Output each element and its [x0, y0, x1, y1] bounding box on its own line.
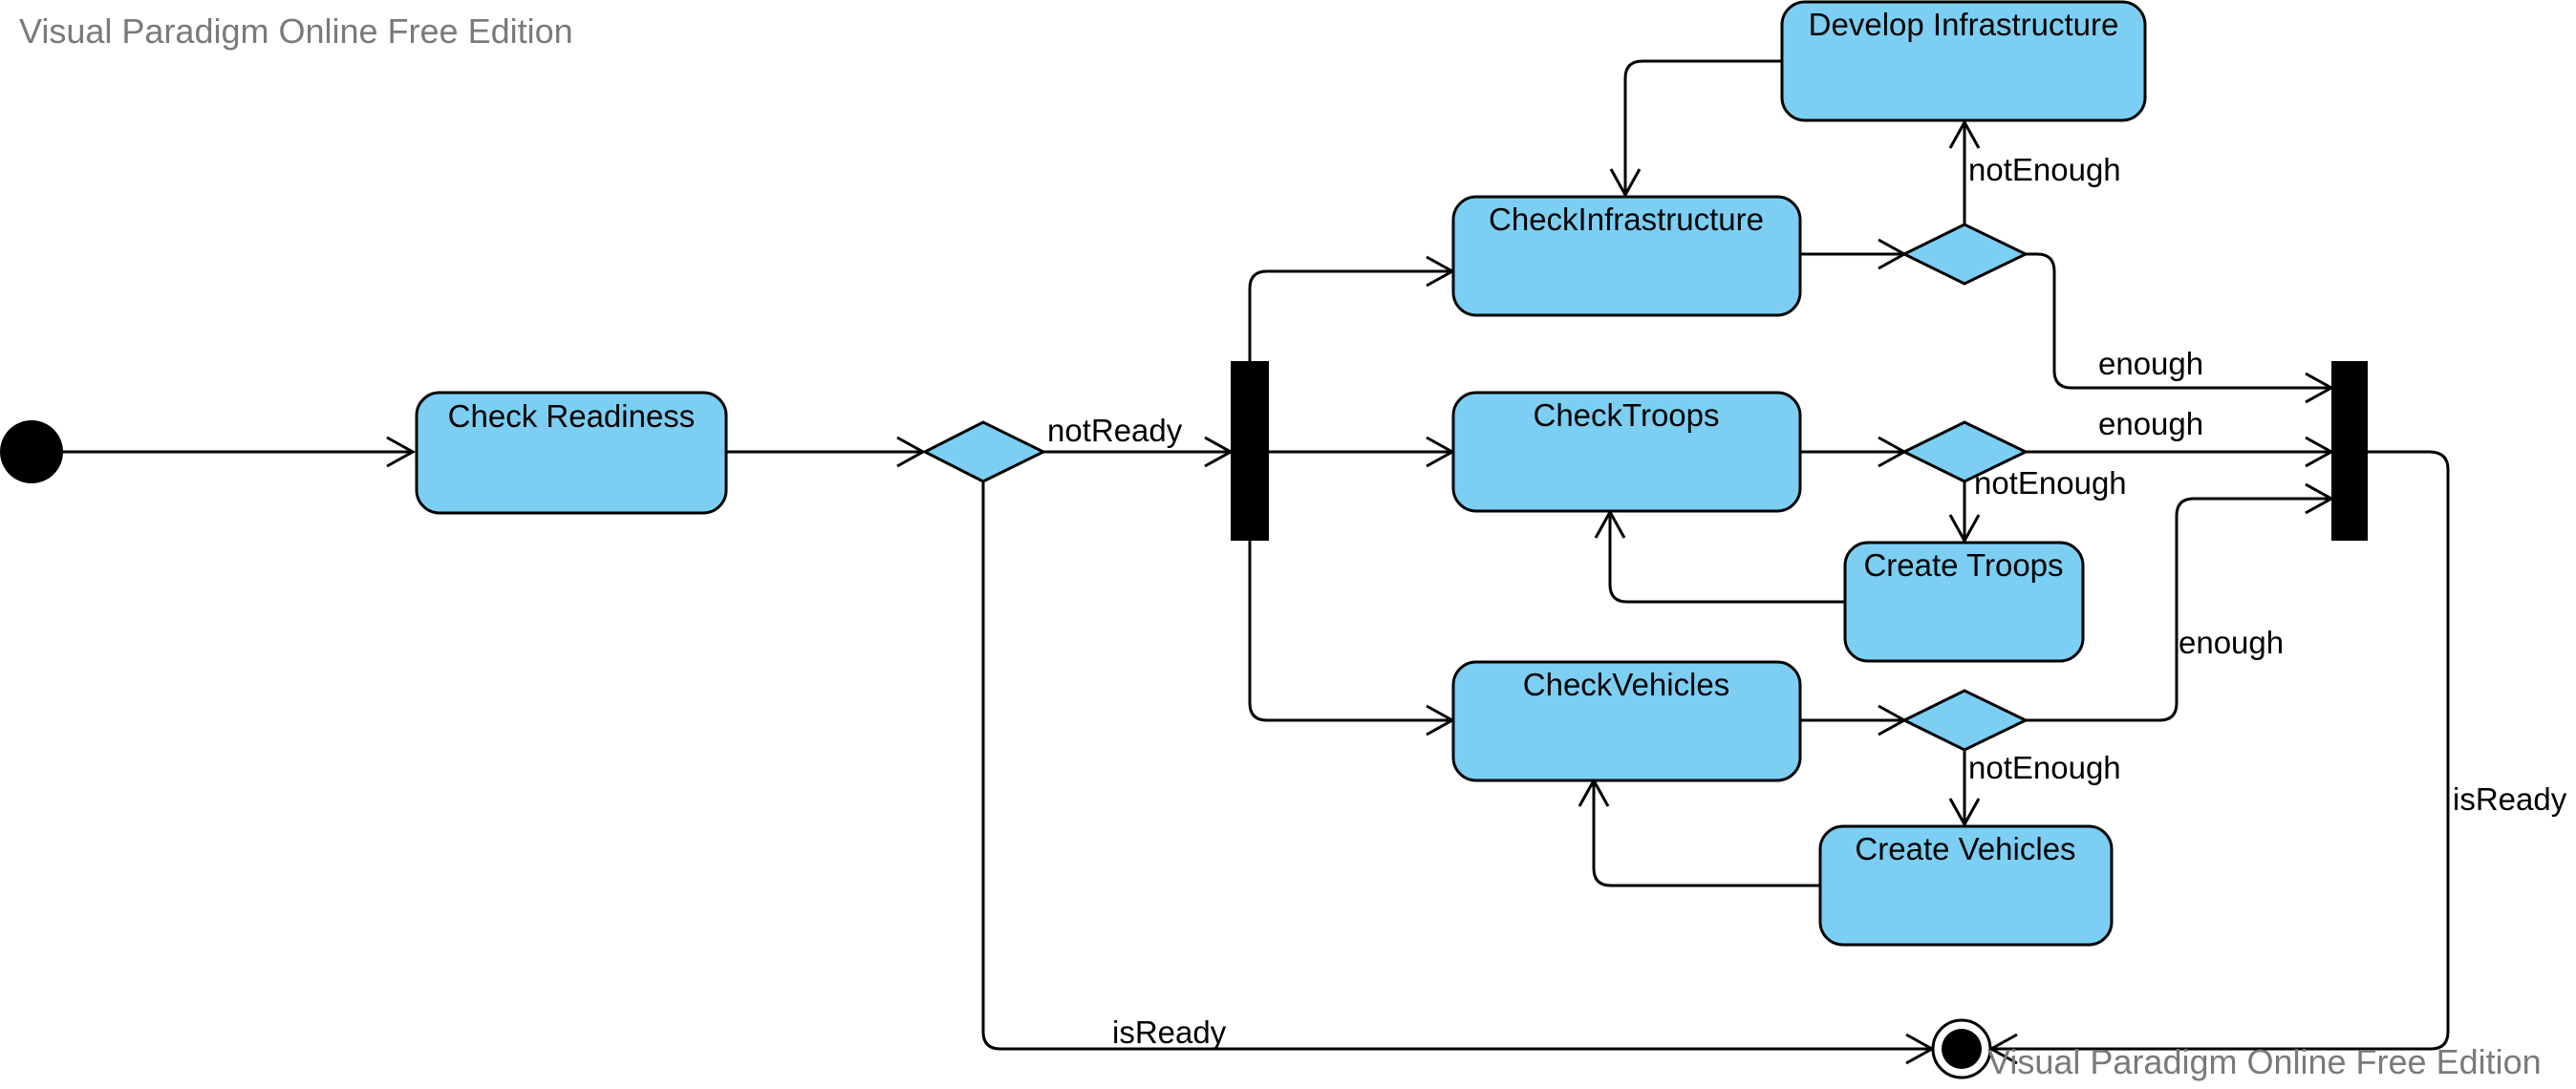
action-create-troops[interactable]: [1843, 541, 2085, 663]
edge-fork-to-check-infrastructure: [1248, 269, 1452, 361]
decision-infrastructure[interactable]: [1900, 223, 2029, 286]
guard-troops-enough: enough: [2098, 406, 2203, 441]
edge-fork-to-check-vehicles: [1248, 541, 1452, 722]
action-check-readiness-label: Check Readiness: [448, 398, 696, 434]
guard-infra-enough: enough: [2098, 346, 2203, 381]
edge-develop-to-check-infrastructure: [1623, 59, 1782, 195]
arrowhead: [386, 436, 417, 468]
watermark-bottom: Visual Paradigm Online Free Edition: [1987, 1042, 2542, 1081]
action-create-vehicles[interactable]: [1818, 824, 2114, 947]
decision-readiness[interactable]: [921, 420, 1047, 483]
edge-decision-to-final: [981, 481, 1932, 1051]
action-check-troops[interactable]: [1451, 391, 1802, 513]
action-check-infrastructure-label: CheckInfrastructure: [1489, 202, 1764, 237]
guard-vehicles-not-enough: notEnough: [1968, 750, 2121, 785]
arrowhead: [1948, 514, 1981, 544]
guard-is-ready-right: isReady: [2453, 781, 2567, 817]
edge-join-to-final: [1991, 450, 2450, 1051]
action-check-troops-label: CheckTroops: [1533, 397, 1719, 433]
edge-create-troops-to-check-troops: [1608, 512, 1845, 604]
action-develop-infrastructure[interactable]: [1780, 0, 2147, 122]
action-check-infrastructure[interactable]: [1451, 195, 1802, 317]
final-node: [1942, 1029, 1982, 1069]
decision-troops[interactable]: [1900, 420, 2029, 483]
watermark-top: Visual Paradigm Online Free Edition: [19, 11, 573, 51]
action-check-vehicles-label: CheckVehicles: [1523, 667, 1729, 702]
guard-not-ready: notReady: [1047, 413, 1183, 448]
initial-node: [0, 420, 63, 483]
action-check-readiness[interactable]: [415, 391, 728, 515]
guard-vehicles-enough: enough: [2179, 625, 2284, 660]
action-create-troops-label: Create Troops: [1863, 547, 2063, 583]
edge-vehicles-decision-to-join: [2026, 497, 2331, 722]
action-create-vehicles-label: Create Vehicles: [1855, 831, 2075, 866]
guard-troops-not-enough: notEnough: [1974, 465, 2127, 501]
decision-vehicles[interactable]: [1900, 689, 2029, 752]
fork-bar: [1231, 361, 1269, 541]
guard-infra-not-enough: notEnough: [1968, 152, 2121, 187]
action-develop-infrastructure-label: Develop Infrastructure: [1809, 7, 2119, 42]
arrowhead: [1948, 118, 1981, 149]
guard-is-ready-bottom: isReady: [1112, 1014, 1227, 1050]
action-check-vehicles[interactable]: [1451, 660, 1802, 782]
arrowhead: [1609, 168, 1642, 199]
edge-infra-decision-to-join: [2026, 252, 2331, 390]
arrowhead: [1948, 798, 1981, 828]
join-bar: [2331, 361, 2368, 541]
edge-create-vehicles-to-check-vehicles: [1592, 780, 1820, 887]
